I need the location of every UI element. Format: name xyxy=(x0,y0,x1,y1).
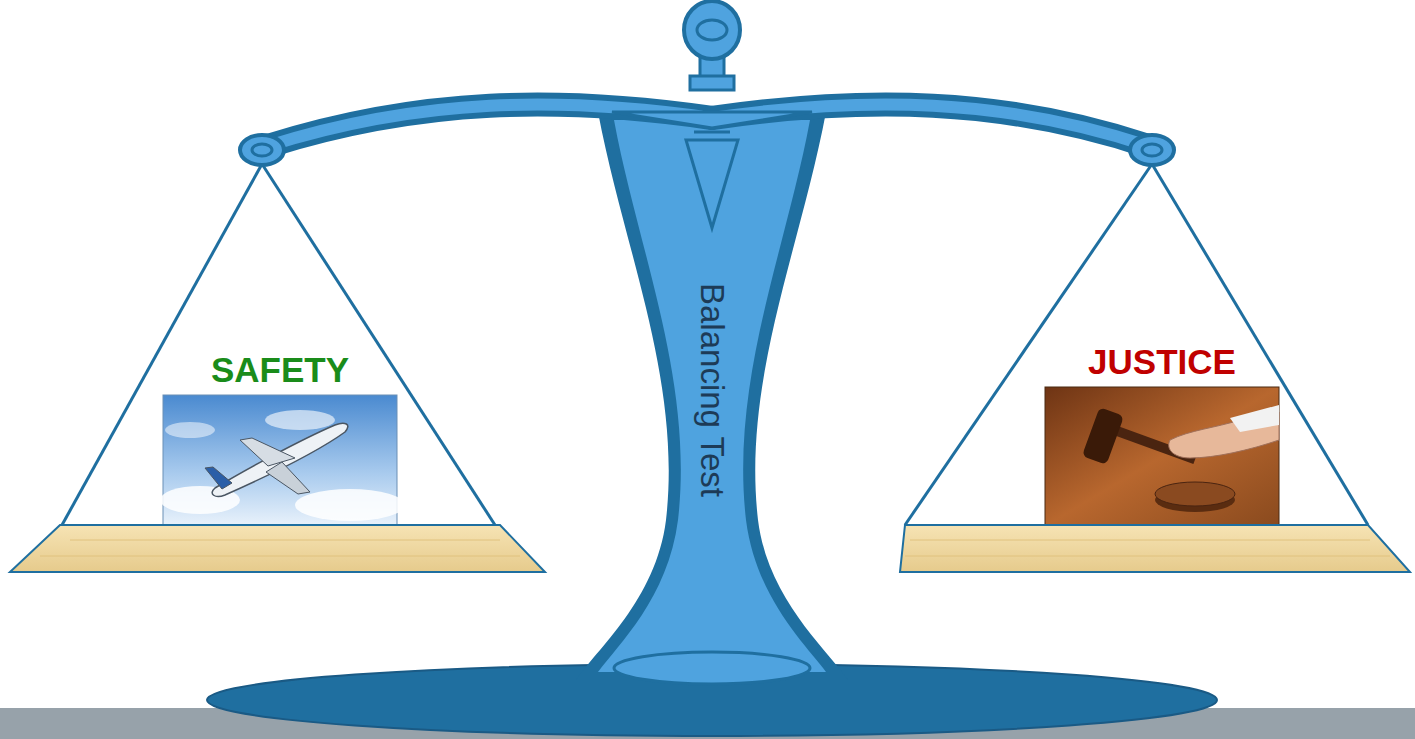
airplane-wing xyxy=(240,438,295,466)
pan-grain xyxy=(905,556,1390,557)
airplane-tail xyxy=(205,467,232,489)
knob-collar xyxy=(690,76,734,90)
cloud xyxy=(165,422,215,438)
pillar-v-mark xyxy=(686,140,738,228)
cloud xyxy=(265,410,335,430)
airplane-picture xyxy=(160,395,405,526)
right-pan xyxy=(900,525,1410,572)
cloud xyxy=(295,489,405,521)
pillar-line xyxy=(694,131,730,134)
scroll-curl xyxy=(1142,144,1162,156)
scroll-curl xyxy=(252,144,272,156)
beam-hub xyxy=(612,112,812,128)
wood-background xyxy=(1045,387,1279,526)
knob xyxy=(684,1,740,59)
pedestal xyxy=(614,652,810,684)
pillar-label: Balancing Test xyxy=(692,283,732,497)
knob-hole xyxy=(697,20,727,40)
pan-heading: SAFETY xyxy=(163,349,397,391)
airplane-wing xyxy=(266,462,310,494)
airplane-body xyxy=(212,423,348,496)
picture-box: JUSTICE xyxy=(1045,387,1279,526)
pan-grain xyxy=(40,556,520,557)
sound-block-top xyxy=(1155,482,1235,506)
pillar-label-box: Balancing Test xyxy=(672,230,752,550)
pan-grain xyxy=(910,540,1370,541)
pillar-body xyxy=(598,120,826,672)
shirt-cuff xyxy=(1230,405,1279,432)
pillar-outline xyxy=(576,112,848,680)
pan-heading: JUSTICE xyxy=(1045,341,1279,383)
scroll-end xyxy=(1130,135,1174,165)
pan-grain xyxy=(70,540,500,541)
gavel-picture xyxy=(1045,387,1279,526)
gavel-head xyxy=(1082,407,1124,465)
left-pan xyxy=(10,525,545,572)
picture-box: SAFETY xyxy=(163,395,397,526)
scroll-end xyxy=(240,135,284,165)
